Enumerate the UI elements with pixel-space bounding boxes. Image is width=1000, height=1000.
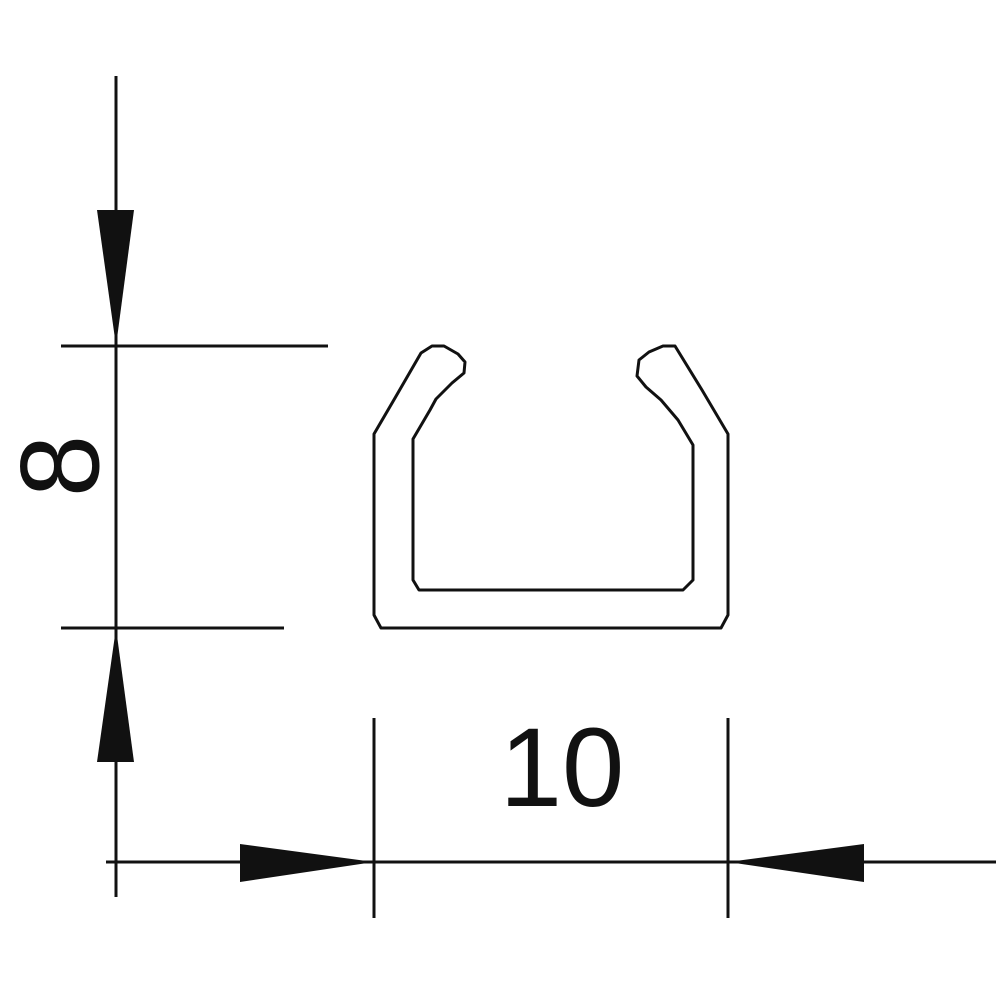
channel-profile-outer <box>372 344 730 630</box>
width-arrow-right-icon <box>728 844 864 882</box>
height-dimension-label: 8 <box>0 435 123 497</box>
height-arrow-bottom-icon <box>97 628 134 762</box>
height-arrow-top-icon <box>97 210 134 346</box>
width-arrow-left-icon <box>240 844 374 882</box>
width-dimension-label: 10 <box>500 705 625 830</box>
